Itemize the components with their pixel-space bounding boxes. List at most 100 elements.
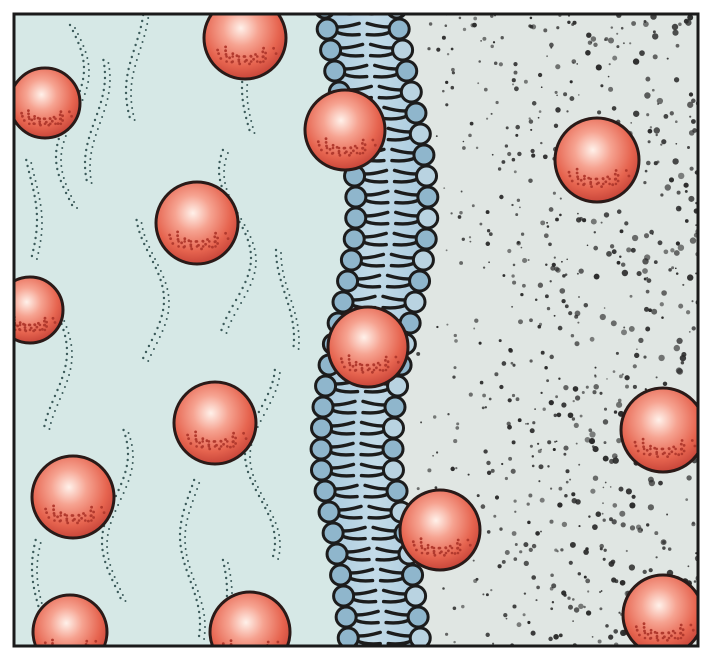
dot bbox=[111, 579, 113, 581]
particle bbox=[522, 258, 527, 263]
sphere-stipple bbox=[47, 516, 50, 519]
dot bbox=[180, 551, 182, 553]
particle bbox=[591, 36, 596, 41]
dot bbox=[157, 273, 159, 275]
particle bbox=[604, 549, 607, 552]
sphere-stipple bbox=[615, 178, 618, 181]
particle bbox=[527, 423, 529, 425]
particle bbox=[473, 17, 477, 21]
dot bbox=[194, 593, 196, 595]
particle bbox=[664, 249, 669, 254]
sphere-stipple bbox=[234, 442, 237, 445]
particle bbox=[662, 546, 665, 549]
dot bbox=[116, 582, 118, 584]
sphere-stipple bbox=[385, 356, 388, 359]
particle bbox=[574, 315, 578, 319]
dot bbox=[114, 510, 116, 512]
dot bbox=[31, 563, 33, 565]
sphere-stipple bbox=[457, 552, 460, 555]
sphere-stipple bbox=[646, 449, 649, 452]
particle bbox=[629, 564, 635, 570]
red-sphere-icon bbox=[204, 0, 286, 79]
sphere-stipple bbox=[23, 119, 26, 122]
particle bbox=[568, 311, 572, 315]
dot bbox=[241, 87, 243, 89]
sphere-stipple bbox=[87, 520, 90, 523]
dot bbox=[226, 583, 228, 585]
sphere-stipple bbox=[248, 63, 251, 66]
sphere-stipple bbox=[427, 544, 430, 547]
particle bbox=[599, 607, 602, 610]
particle bbox=[685, 219, 689, 223]
dot bbox=[109, 86, 111, 88]
particle bbox=[436, 48, 440, 52]
particle bbox=[611, 560, 616, 565]
particle bbox=[531, 631, 536, 636]
particle bbox=[486, 118, 488, 120]
sphere-stipple bbox=[220, 440, 223, 443]
particle bbox=[618, 612, 620, 614]
sphere-body bbox=[328, 307, 408, 387]
particle bbox=[544, 233, 549, 238]
dot bbox=[242, 105, 244, 107]
dot bbox=[279, 546, 281, 548]
sphere-stipple bbox=[635, 625, 638, 628]
dot bbox=[149, 255, 151, 257]
dot bbox=[88, 137, 90, 139]
dot bbox=[84, 93, 86, 95]
particle bbox=[592, 524, 598, 530]
sphere-stipple bbox=[63, 647, 66, 650]
sphere-stipple bbox=[84, 519, 87, 522]
sphere-stipple bbox=[643, 453, 646, 456]
particle bbox=[553, 634, 559, 640]
particle bbox=[603, 456, 609, 462]
dot bbox=[83, 66, 85, 68]
particle bbox=[455, 467, 457, 469]
particle bbox=[452, 375, 455, 378]
particle bbox=[649, 568, 653, 572]
particle bbox=[495, 101, 498, 104]
dot bbox=[277, 267, 279, 269]
dot bbox=[278, 534, 280, 536]
particle bbox=[532, 465, 535, 468]
particle bbox=[519, 550, 522, 553]
particle bbox=[602, 502, 604, 504]
dot bbox=[94, 119, 96, 121]
particle bbox=[632, 235, 638, 241]
sphere-stipple bbox=[608, 178, 611, 181]
dot bbox=[154, 258, 156, 260]
particle bbox=[558, 326, 563, 331]
sphere-stipple bbox=[352, 149, 355, 152]
particle bbox=[662, 540, 666, 544]
sphere-stipple bbox=[39, 118, 42, 121]
particle bbox=[631, 21, 636, 26]
sphere-stipple bbox=[44, 508, 47, 511]
particle bbox=[452, 71, 455, 74]
particle bbox=[613, 457, 619, 463]
sphere-stipple bbox=[20, 112, 23, 115]
dot bbox=[112, 516, 114, 518]
particle bbox=[587, 245, 589, 247]
sphere-stipple bbox=[318, 144, 321, 147]
sphere-stipple bbox=[421, 552, 424, 555]
sphere-stipple bbox=[225, 55, 228, 58]
sphere-stipple bbox=[691, 439, 694, 442]
dot bbox=[52, 416, 54, 418]
dot bbox=[197, 590, 199, 592]
particle bbox=[559, 634, 563, 638]
particle bbox=[519, 207, 521, 209]
dot bbox=[65, 135, 67, 137]
particle bbox=[484, 88, 488, 92]
particle bbox=[652, 89, 655, 92]
particle bbox=[576, 63, 578, 65]
dot bbox=[130, 89, 132, 91]
dot bbox=[143, 243, 145, 245]
sphere-stipple bbox=[457, 547, 460, 550]
particle bbox=[477, 82, 479, 84]
particle bbox=[556, 440, 558, 442]
sphere-stipple bbox=[662, 632, 665, 635]
dot bbox=[84, 155, 86, 157]
particle bbox=[478, 60, 481, 63]
sphere-stipple bbox=[433, 552, 436, 555]
red-sphere-icon bbox=[621, 388, 705, 472]
